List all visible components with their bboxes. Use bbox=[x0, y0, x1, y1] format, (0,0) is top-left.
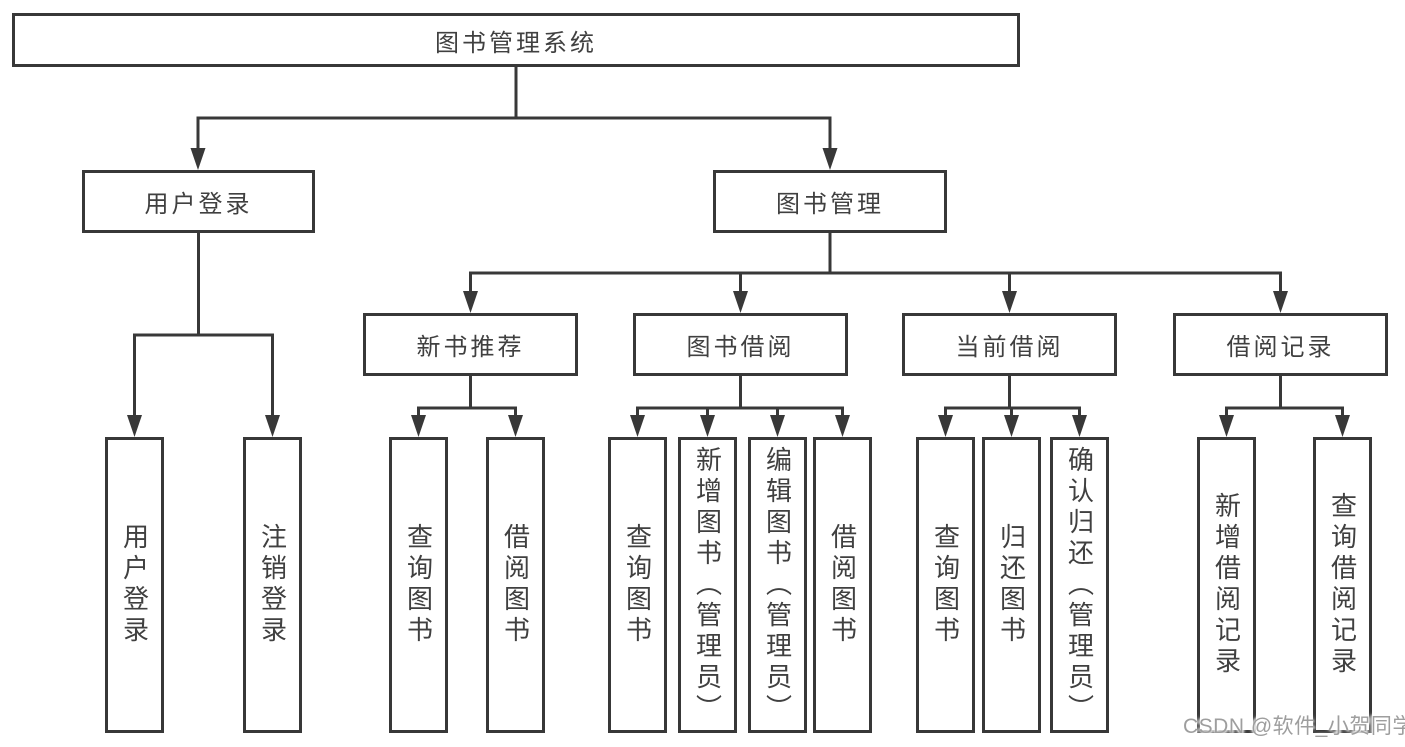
edges-book-borrow-children bbox=[630, 376, 850, 437]
csdn-watermark: CSDN @软件_小贺同学 bbox=[1183, 715, 1405, 738]
leaf-query-books-new-book: 查询图书 bbox=[389, 437, 448, 733]
leaf-return-books: 归还图书 bbox=[982, 437, 1041, 733]
node-library-management-system: 图书管理系统 bbox=[12, 13, 1020, 67]
leaf-add-borrow-record: 新增借阅记录 bbox=[1197, 437, 1256, 733]
leaf-logout: 注销登录 bbox=[243, 437, 302, 733]
leaf-query-books-borrow: 查询图书 bbox=[608, 437, 667, 733]
leaf-query-books-current: 查询图书 bbox=[916, 437, 975, 733]
edges-user-login-children bbox=[127, 233, 280, 437]
leaf-borrow-books-borrow: 借阅图书 bbox=[813, 437, 872, 733]
node-new-book-recommend: 新书推荐 bbox=[363, 313, 578, 376]
leaf-add-book-admin: 新增图书（管理员） bbox=[678, 437, 737, 733]
node-borrowing-records: 借阅记录 bbox=[1173, 313, 1388, 376]
leaf-user-login: 用户登录 bbox=[105, 437, 164, 733]
leaf-confirm-return-admin: 确认归还（管理员） bbox=[1050, 437, 1109, 733]
edges-book-management-children bbox=[463, 233, 1288, 313]
node-book-management: 图书管理 bbox=[713, 170, 947, 233]
leaf-query-borrow-record: 查询借阅记录 bbox=[1313, 437, 1372, 733]
node-book-borrowing: 图书借阅 bbox=[633, 313, 848, 376]
node-user-login: 用户登录 bbox=[82, 170, 315, 233]
leaf-edit-book-admin: 编辑图书（管理员） bbox=[748, 437, 807, 733]
edges-borrow-record-children bbox=[1219, 376, 1350, 437]
leaf-borrow-books-new-book: 借阅图书 bbox=[486, 437, 545, 733]
edges-new-book-children bbox=[411, 376, 523, 437]
edges-root-to-level2 bbox=[190, 67, 838, 170]
node-current-borrowing: 当前借阅 bbox=[902, 313, 1117, 376]
edges-current-borrow-children bbox=[938, 376, 1087, 437]
